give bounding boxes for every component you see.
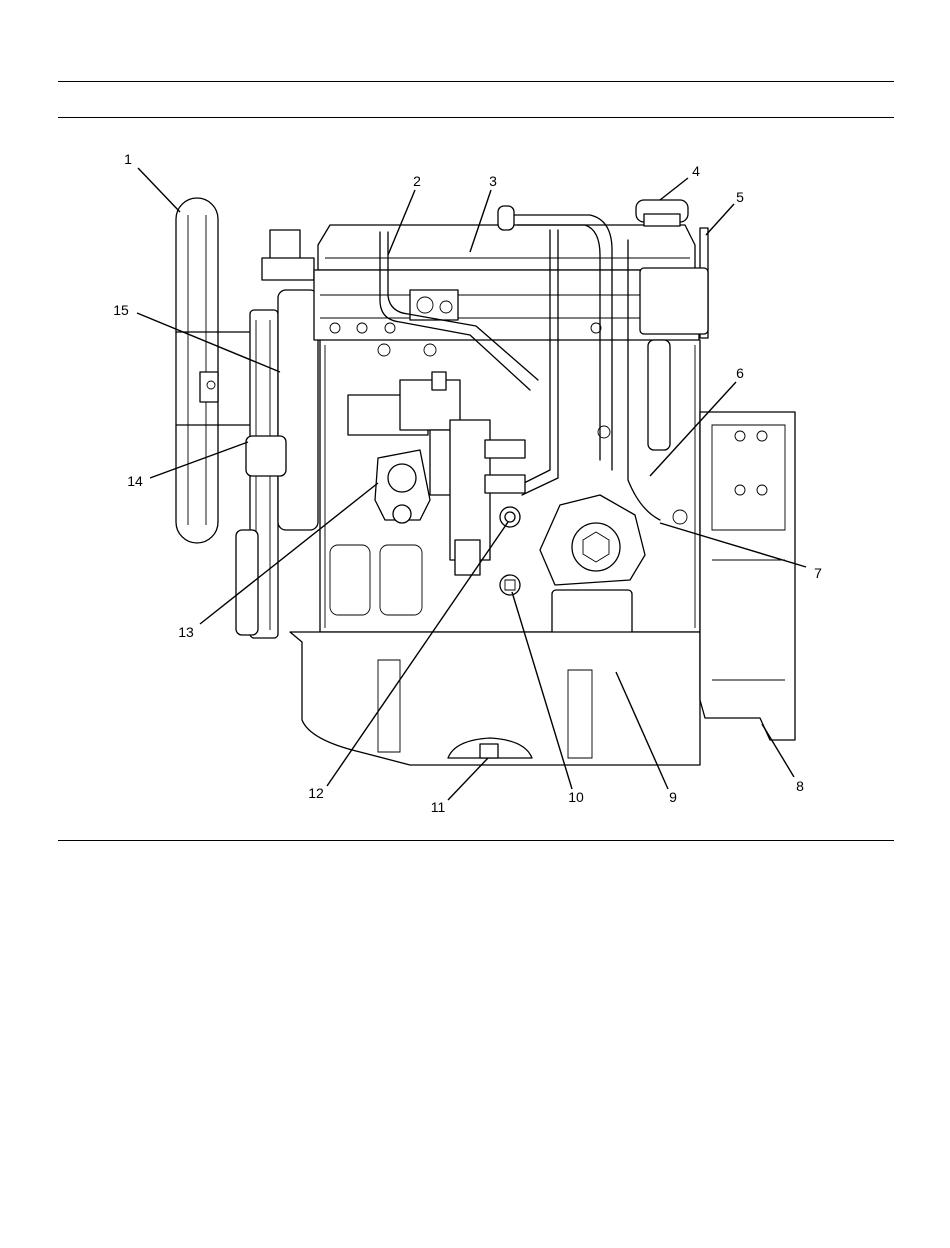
valve-cover bbox=[318, 225, 695, 270]
leader-4 bbox=[660, 178, 688, 200]
leader-1 bbox=[138, 168, 180, 212]
fan bbox=[176, 198, 250, 543]
callout-15: 15 bbox=[113, 302, 129, 318]
callout-10: 10 bbox=[568, 789, 584, 805]
callout-12: 12 bbox=[308, 785, 324, 801]
callout-4: 4 bbox=[692, 163, 700, 179]
callout-11: 11 bbox=[431, 799, 446, 815]
callout-13: 13 bbox=[178, 624, 194, 640]
callout-2: 2 bbox=[413, 173, 421, 189]
engine-illustration bbox=[176, 198, 795, 765]
callout-7: 7 bbox=[814, 565, 822, 581]
callout-9: 9 bbox=[669, 789, 677, 805]
callout-1: 1 bbox=[124, 151, 132, 167]
flywheel-housing bbox=[700, 412, 795, 740]
callout-5: 5 bbox=[736, 189, 744, 205]
callout-14: 14 bbox=[127, 473, 143, 489]
callout-3: 3 bbox=[489, 173, 497, 189]
leader-5 bbox=[706, 204, 734, 235]
callout-8: 8 bbox=[796, 778, 804, 794]
injection-pump bbox=[348, 372, 525, 575]
callout-6: 6 bbox=[736, 365, 744, 381]
